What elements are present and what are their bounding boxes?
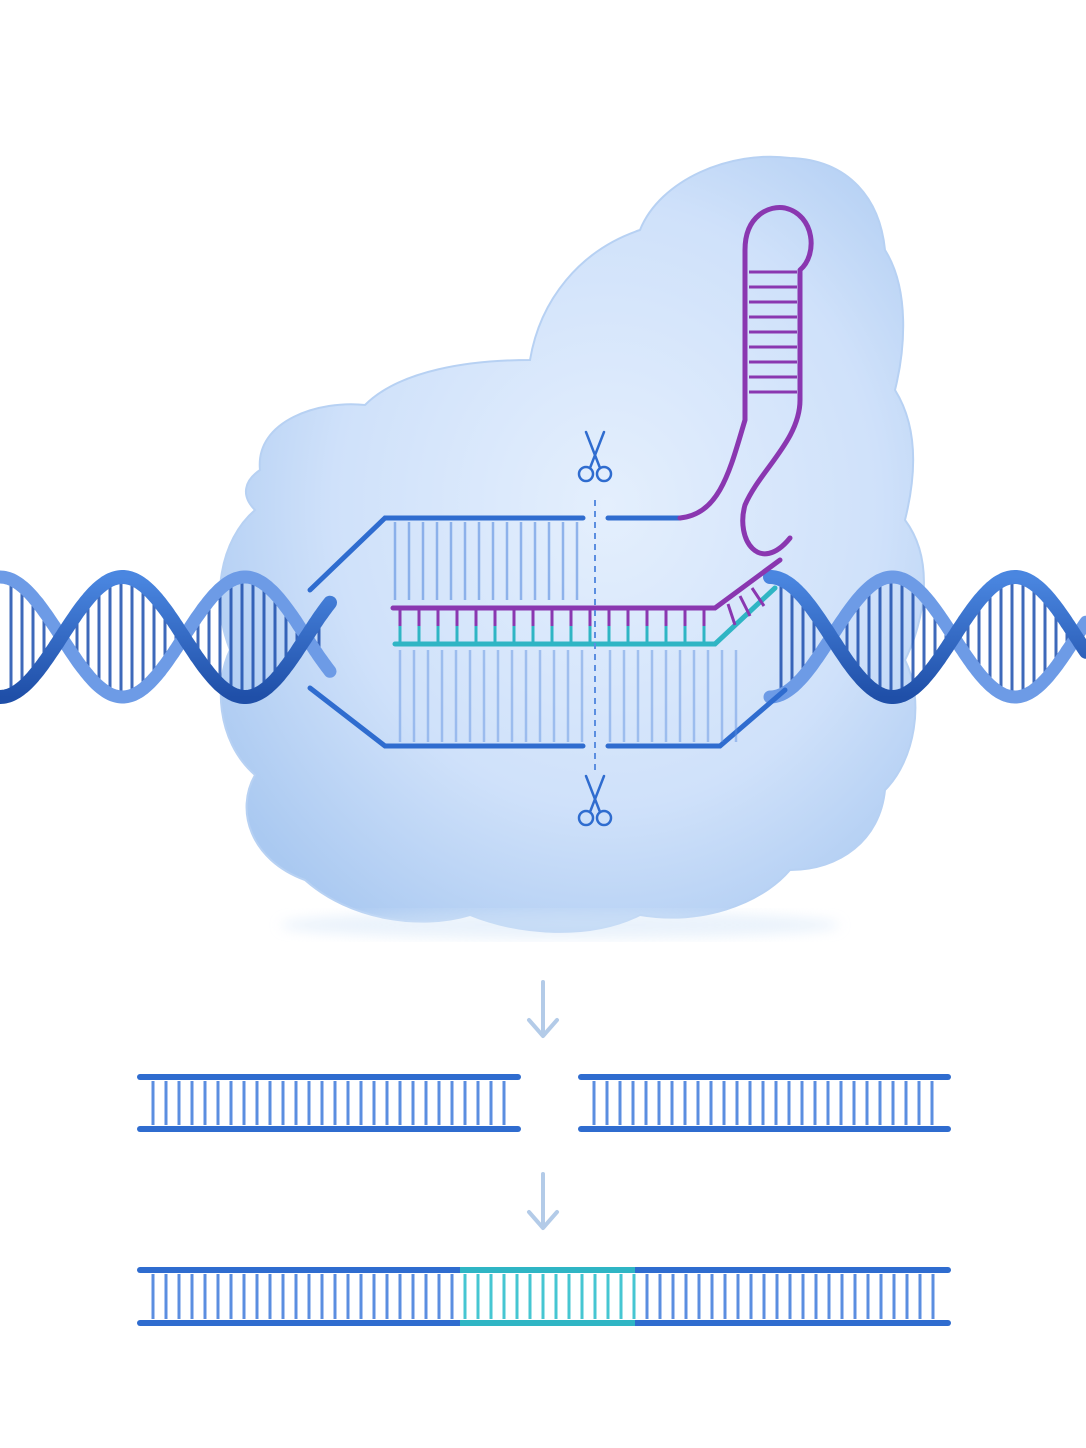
rna-dna-pair bbox=[750, 587, 766, 607]
dna-helix-right bbox=[763, 570, 1086, 704]
dna-strand-back bbox=[0, 570, 337, 704]
scissors-icon bbox=[577, 430, 613, 483]
down-arrow-icon bbox=[527, 980, 559, 1038]
dna-strand-front bbox=[763, 570, 1086, 704]
guide-rna-hairpin bbox=[677, 205, 814, 557]
dna-unwound-bubble bbox=[307, 515, 788, 749]
scissors-icon bbox=[577, 774, 613, 827]
guide-rna-strand bbox=[390, 557, 783, 611]
bottom-strand-left bbox=[307, 685, 586, 749]
dna-strand-back bbox=[763, 570, 1086, 704]
repaired-dna bbox=[137, 1267, 951, 1326]
cas9-protein bbox=[218, 155, 925, 939]
double-strand-break bbox=[137, 1074, 951, 1132]
bottom-strand-right bbox=[605, 687, 788, 749]
rna-dna-pair bbox=[738, 595, 752, 617]
down-arrow-icon bbox=[527, 1172, 559, 1230]
dna-helix-left bbox=[0, 570, 337, 704]
dna-strand-front bbox=[0, 570, 337, 704]
top-strand-left bbox=[307, 515, 586, 593]
rna-dna-pair bbox=[726, 603, 737, 626]
guide-rna bbox=[390, 205, 814, 642]
target-strand bbox=[392, 585, 778, 647]
